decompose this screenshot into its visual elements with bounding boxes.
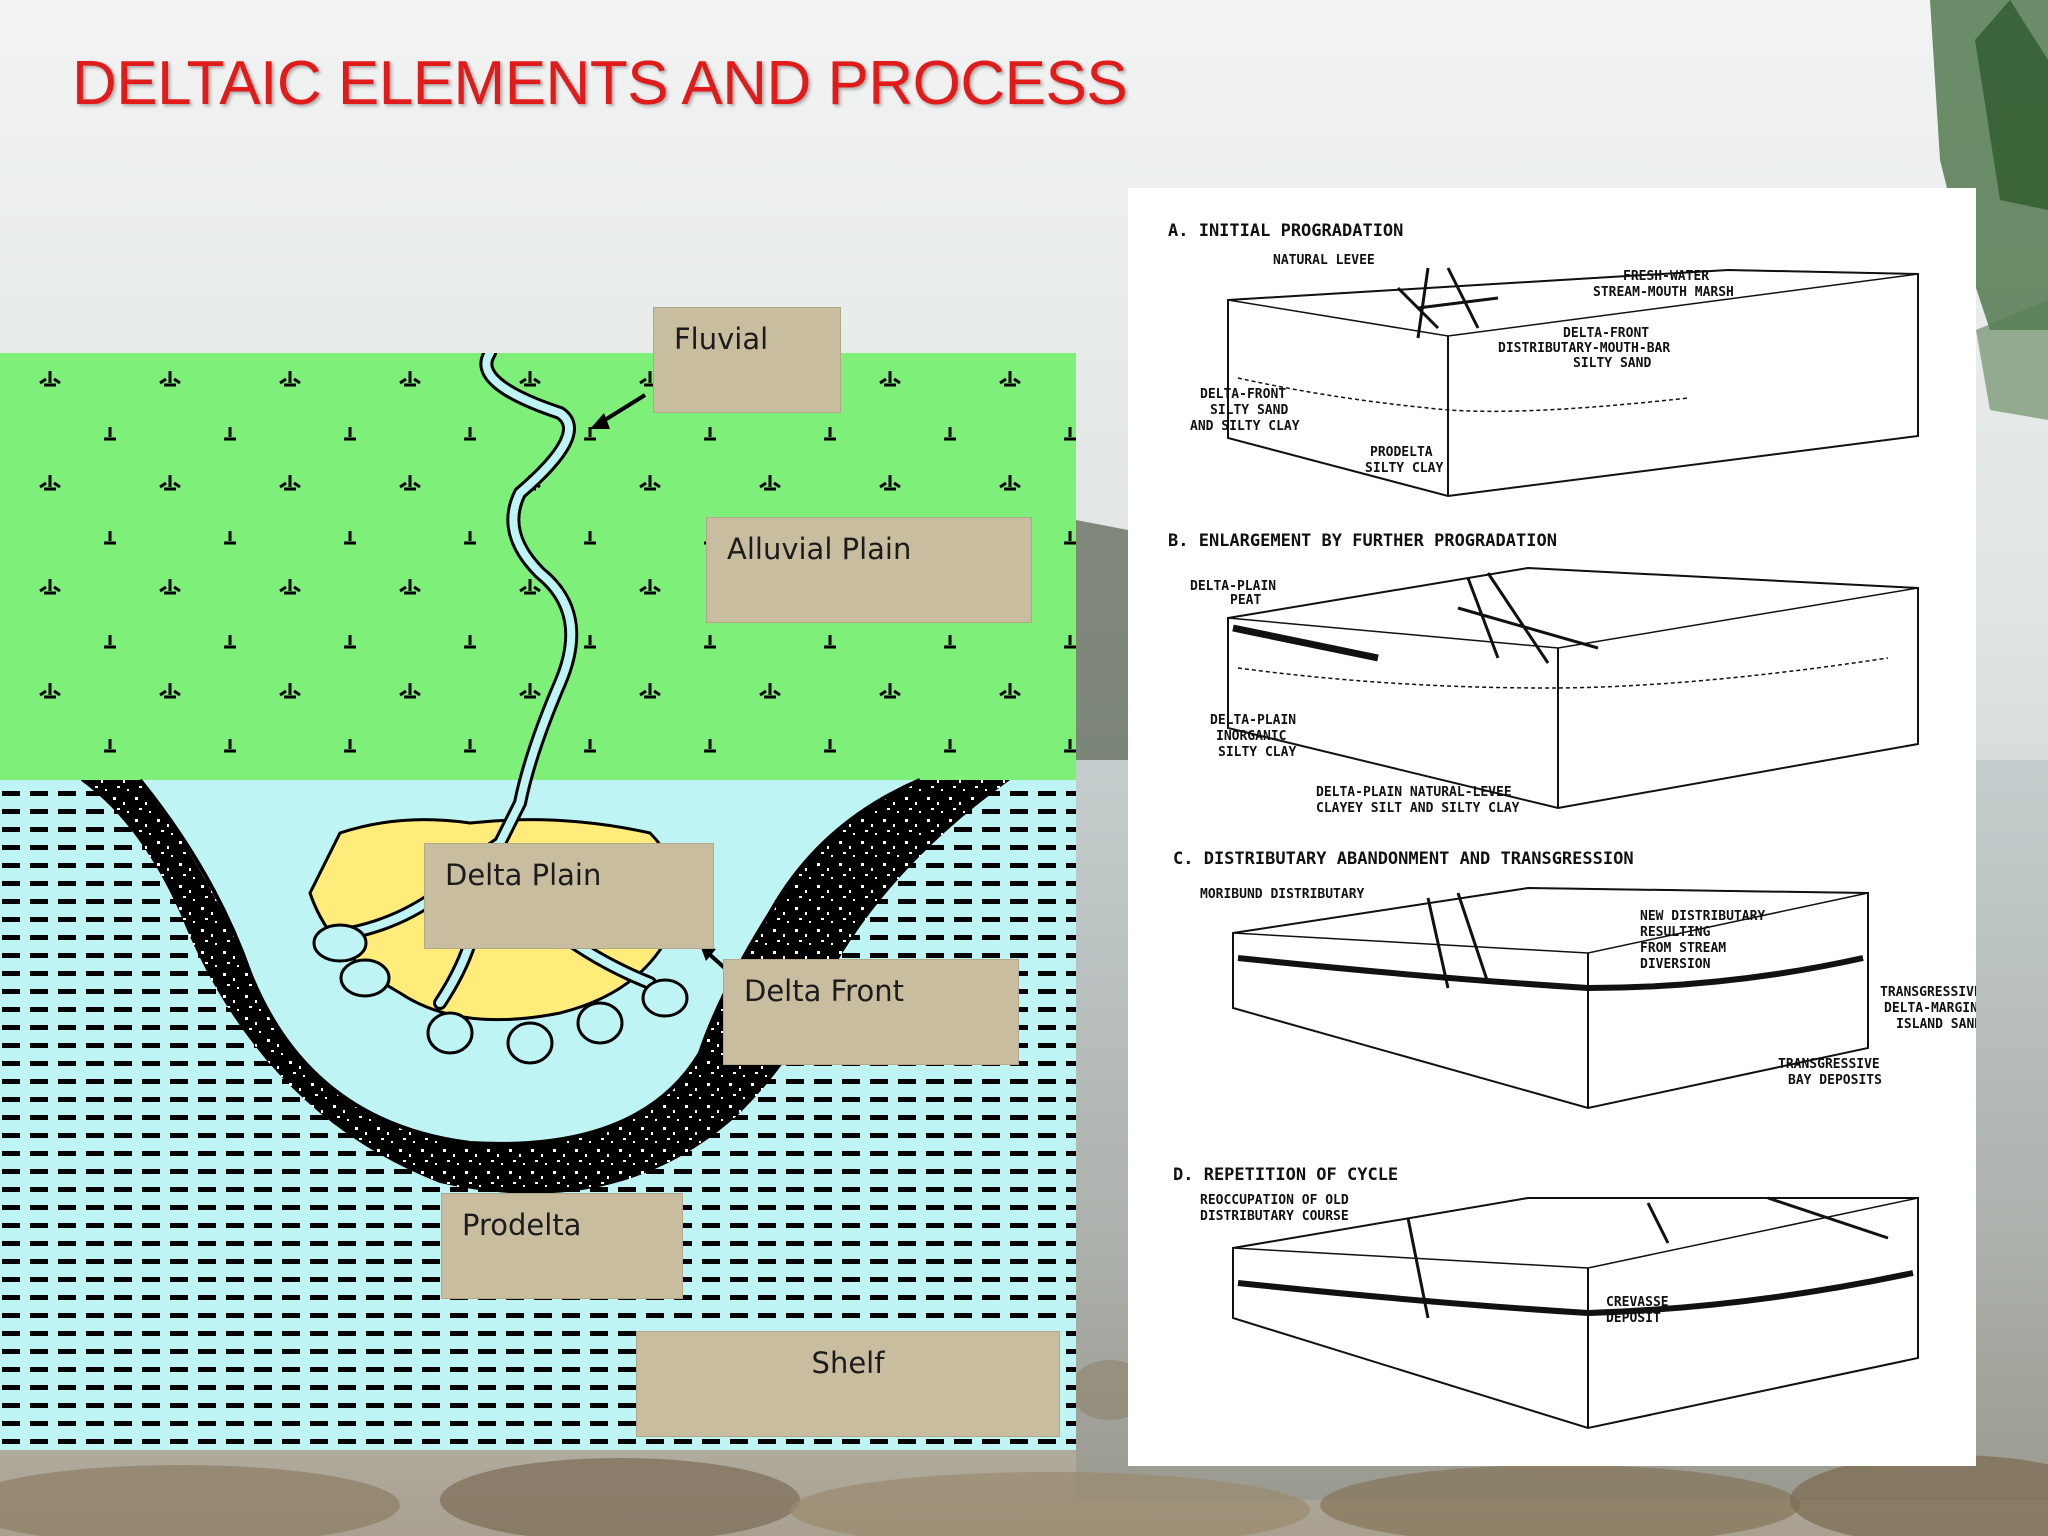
stage-b-label-2: DELTA-PLAIN (1210, 713, 1296, 728)
block-diagrams: A. INITIAL PROGRADATION NATURAL LEVEE FR… (1168, 221, 1976, 1430)
stage-c-label-2: RESULTING (1640, 925, 1711, 940)
stage-a-label-3: DELTA-FRONT (1563, 326, 1649, 341)
stage-b-label-3: INORGANIC (1216, 729, 1286, 744)
label-prodelta: Prodelta (441, 1193, 683, 1299)
stage-a-label-9: PRODELTA (1370, 445, 1433, 460)
slide-title: DELTAIC ELEMENTS AND PROCESS (72, 49, 1128, 118)
stage-a-label-7: SILTY SAND (1210, 403, 1288, 418)
stage-a-block: A. INITIAL PROGRADATION NATURAL LEVEE FR… (1168, 221, 1919, 498)
stage-b-label-1: PEAT (1230, 593, 1261, 608)
stage-d-label-1: DISTRIBUTARY COURSE (1200, 1209, 1349, 1224)
stage-c-label-5: TRANSGRESSIVE (1880, 985, 1976, 1000)
stage-c-label-6: DELTA-MARGIN- (1884, 1001, 1976, 1016)
stage-b-label-5: DELTA-PLAIN NATURAL-LEVEE (1316, 785, 1512, 800)
stage-a-label-2: STREAM-MOUTH MARSH (1593, 285, 1734, 300)
stage-c-label-3: FROM STREAM (1640, 941, 1726, 956)
stage-a-label-1: FRESH-WATER (1623, 269, 1709, 284)
stage-c-label-1: NEW DISTRIBUTARY (1640, 909, 1765, 924)
stage-b-block: B. ENLARGEMENT BY FURTHER PROGRADATION D… (1168, 531, 1919, 816)
stage-c-label-0: MORIBUND DISTRIBUTARY (1200, 887, 1365, 902)
stage-a-title: A. INITIAL PROGRADATION (1168, 221, 1403, 241)
stage-c-label-9: BAY DEPOSITS (1788, 1073, 1882, 1088)
delta-map-diagram: Fluvial Alluvial Plain Delta Plain Delta… (0, 307, 1076, 1450)
stage-d-title: D. REPETITION OF CYCLE (1173, 1165, 1398, 1185)
stage-c-block: C. DISTRIBUTARY ABANDONMENT AND TRANSGRE… (1173, 849, 1976, 1110)
stage-a-label-4: DISTRIBUTARY-MOUTH-BAR (1498, 341, 1670, 356)
label-shelf: Shelf (636, 1331, 1060, 1437)
stage-d-label-0: REOCCUPATION OF OLD (1200, 1193, 1349, 1208)
label-delta-front: Delta Front (723, 959, 1019, 1065)
stage-d-label-3: DEPOSIT (1606, 1311, 1661, 1326)
stage-b-title: B. ENLARGEMENT BY FURTHER PROGRADATION (1168, 531, 1557, 551)
deltaic-cycle-panel: A. INITIAL PROGRADATION NATURAL LEVEE FR… (1128, 188, 1976, 1466)
stage-d-block: D. REPETITION OF CYCLE REOCCUPATION OF O… (1173, 1165, 1919, 1430)
stage-b-label-4: SILTY CLAY (1218, 745, 1296, 760)
stage-b-label-6: CLAYEY SILT AND SILTY CLAY (1316, 801, 1520, 816)
label-fluvial: Fluvial (653, 307, 841, 413)
stage-c-label-8: TRANSGRESSIVE (1778, 1057, 1880, 1072)
stage-b-label-0: DELTA-PLAIN (1190, 579, 1276, 594)
stage-d-label-2: CREVASSE (1606, 1295, 1669, 1310)
label-delta-plain: Delta Plain (424, 843, 714, 949)
stage-a-label-10: SILTY CLAY (1365, 461, 1443, 476)
stage-a-label-8: AND SILTY CLAY (1190, 419, 1300, 434)
stage-a-label-6: DELTA-FRONT (1200, 387, 1286, 402)
stage-c-title: C. DISTRIBUTARY ABANDONMENT AND TRANSGRE… (1173, 849, 1634, 869)
stage-a-label-0: NATURAL LEVEE (1273, 253, 1375, 268)
stage-a-label-5: SILTY SAND (1573, 356, 1651, 371)
label-alluvial-plain: Alluvial Plain (706, 517, 1032, 623)
stage-c-label-4: DIVERSION (1640, 957, 1711, 972)
stage-c-label-7: ISLAND SAND (1896, 1017, 1976, 1032)
